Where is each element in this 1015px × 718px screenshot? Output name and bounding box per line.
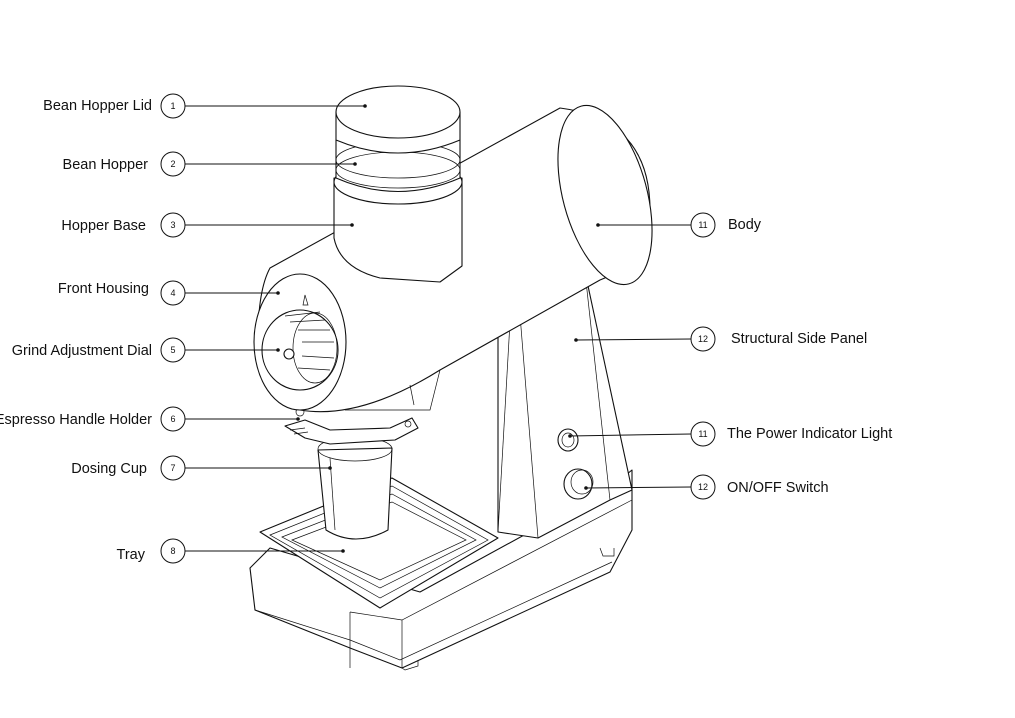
handle-holder-illustration bbox=[284, 407, 419, 445]
grinder-illustration bbox=[249, 85, 653, 671]
lid-illustration bbox=[335, 85, 461, 154]
callout-number: 6 bbox=[170, 414, 175, 424]
callout-bean-hopper: Bean Hopper 2 bbox=[63, 151, 357, 177]
callout-number: 2 bbox=[170, 159, 175, 169]
callout-number: 12 bbox=[698, 482, 708, 492]
dosing-cup-illustration bbox=[317, 436, 393, 540]
callout-label: Bean Hopper bbox=[63, 157, 149, 173]
callout-power-indicator-light: 11 The Power Indicator Light bbox=[568, 421, 892, 447]
callout-number: 3 bbox=[170, 220, 175, 230]
callout-structural-side-panel: 12 Structural Side Panel bbox=[574, 326, 867, 352]
callout-label: Structural Side Panel bbox=[731, 331, 867, 347]
callout-label: Front Housing bbox=[58, 281, 149, 297]
callout-number: 11 bbox=[698, 429, 707, 439]
callout-label: Dosing Cup bbox=[71, 461, 147, 477]
callout-number: 11 bbox=[698, 220, 707, 230]
callout-number: 4 bbox=[170, 288, 175, 298]
callout-espresso-handle-holder: Espresso Handle Holder 6 bbox=[0, 406, 300, 432]
callout-label: The Power Indicator Light bbox=[727, 426, 892, 442]
callout-front-housing: Front Housing 4 bbox=[58, 280, 280, 306]
callout-number: 8 bbox=[170, 546, 175, 556]
callout-label: Tray bbox=[117, 547, 146, 563]
callout-label: Hopper Base bbox=[61, 218, 146, 234]
callout-number: 7 bbox=[170, 463, 175, 473]
callout-label: Espresso Handle Holder bbox=[0, 412, 152, 428]
callout-label: ON/OFF Switch bbox=[727, 480, 829, 496]
callout-dosing-cup: Dosing Cup 7 bbox=[71, 455, 332, 481]
column-illustration bbox=[497, 271, 633, 539]
callout-label: Grind Adjustment Dial bbox=[12, 343, 152, 359]
power-light-illustration bbox=[557, 428, 579, 452]
switch-illustration bbox=[563, 468, 594, 500]
callout-number: 12 bbox=[698, 334, 708, 344]
callout-number: 5 bbox=[170, 345, 175, 355]
callout-bean-hopper-lid: Bean Hopper Lid 1 bbox=[43, 93, 367, 119]
callout-tray: Tray 8 bbox=[117, 538, 345, 564]
callout-label: Bean Hopper Lid bbox=[43, 98, 152, 114]
callout-body: 11 Body bbox=[596, 212, 762, 238]
front-housing-illustration bbox=[253, 273, 347, 411]
callout-number: 1 bbox=[170, 101, 175, 111]
callout-label: Body bbox=[728, 217, 762, 233]
callout-hopper-base: Hopper Base 3 bbox=[61, 212, 354, 238]
callout-grind-adjustment-dial: Grind Adjustment Dial 5 bbox=[12, 337, 280, 363]
callout-on-off-switch: 12 ON/OFF Switch bbox=[584, 474, 829, 500]
